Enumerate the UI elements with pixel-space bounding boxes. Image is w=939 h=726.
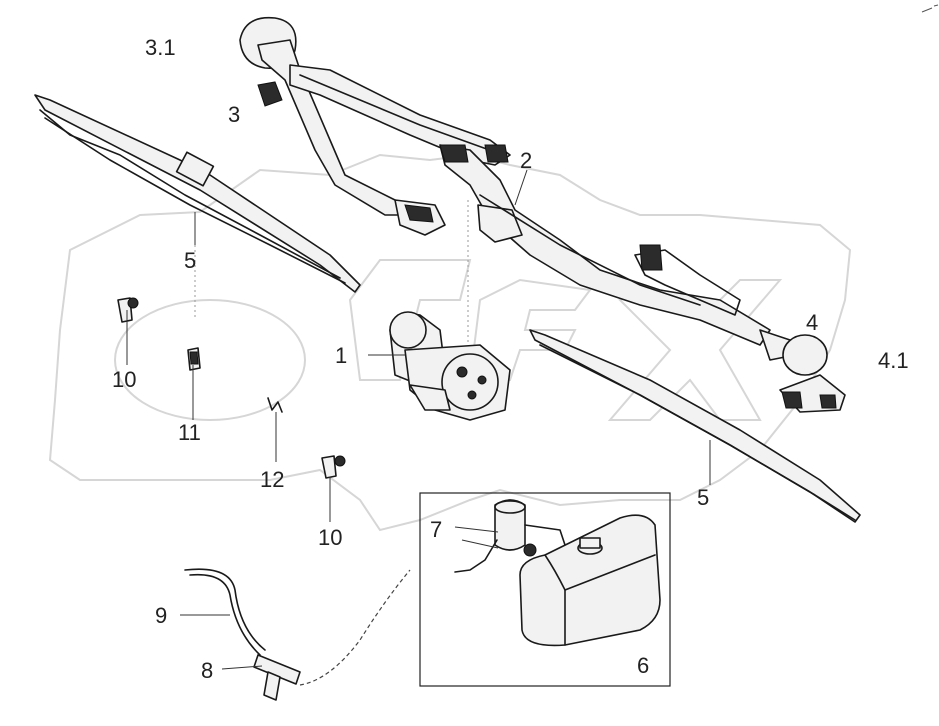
callout-3-1: 3.1 (145, 35, 176, 60)
callout-4-1: 4.1 (878, 348, 909, 373)
callout-11: 11 (178, 420, 201, 445)
callout-3: 3 (228, 102, 240, 127)
washer-pump (454, 499, 566, 573)
callout-8: 8 (201, 658, 213, 683)
clip-11 (187, 347, 201, 371)
clip-10-bottom (321, 455, 346, 479)
t-connector (253, 654, 301, 701)
wiper-arm-right (759, 329, 846, 413)
callout-9: 9 (155, 603, 167, 628)
callout-labels: 1 2 3 3.1 4 4.1 5 5 6 7 8 9 10 10 11 12 (112, 35, 909, 683)
callout-2: 2 (520, 148, 532, 173)
callout-1: 1 (335, 343, 347, 368)
corner-mark (921, 4, 939, 13)
washer-reservoir (519, 514, 661, 647)
callout-10-bottom: 10 (318, 525, 342, 550)
washer-hose (184, 568, 411, 686)
callout-6: 6 (637, 653, 649, 678)
wiper-blade-left (34, 94, 361, 293)
clip-10-top (117, 297, 139, 323)
callout-4: 4 (806, 310, 818, 335)
callout-10-top: 10 (112, 367, 136, 392)
clip-12 (267, 397, 283, 413)
callout-12: 12 (260, 467, 284, 492)
wiper-linkage (289, 64, 771, 346)
callout-5-right: 5 (697, 485, 709, 510)
callout-7: 7 (430, 517, 442, 542)
callout-5-left: 5 (184, 248, 196, 273)
wiper-blade-right (529, 329, 861, 523)
washer-assembly-box (419, 492, 671, 687)
wiper-motor (389, 311, 511, 421)
leader-lines (126, 169, 711, 670)
opex-watermark (48, 153, 852, 532)
